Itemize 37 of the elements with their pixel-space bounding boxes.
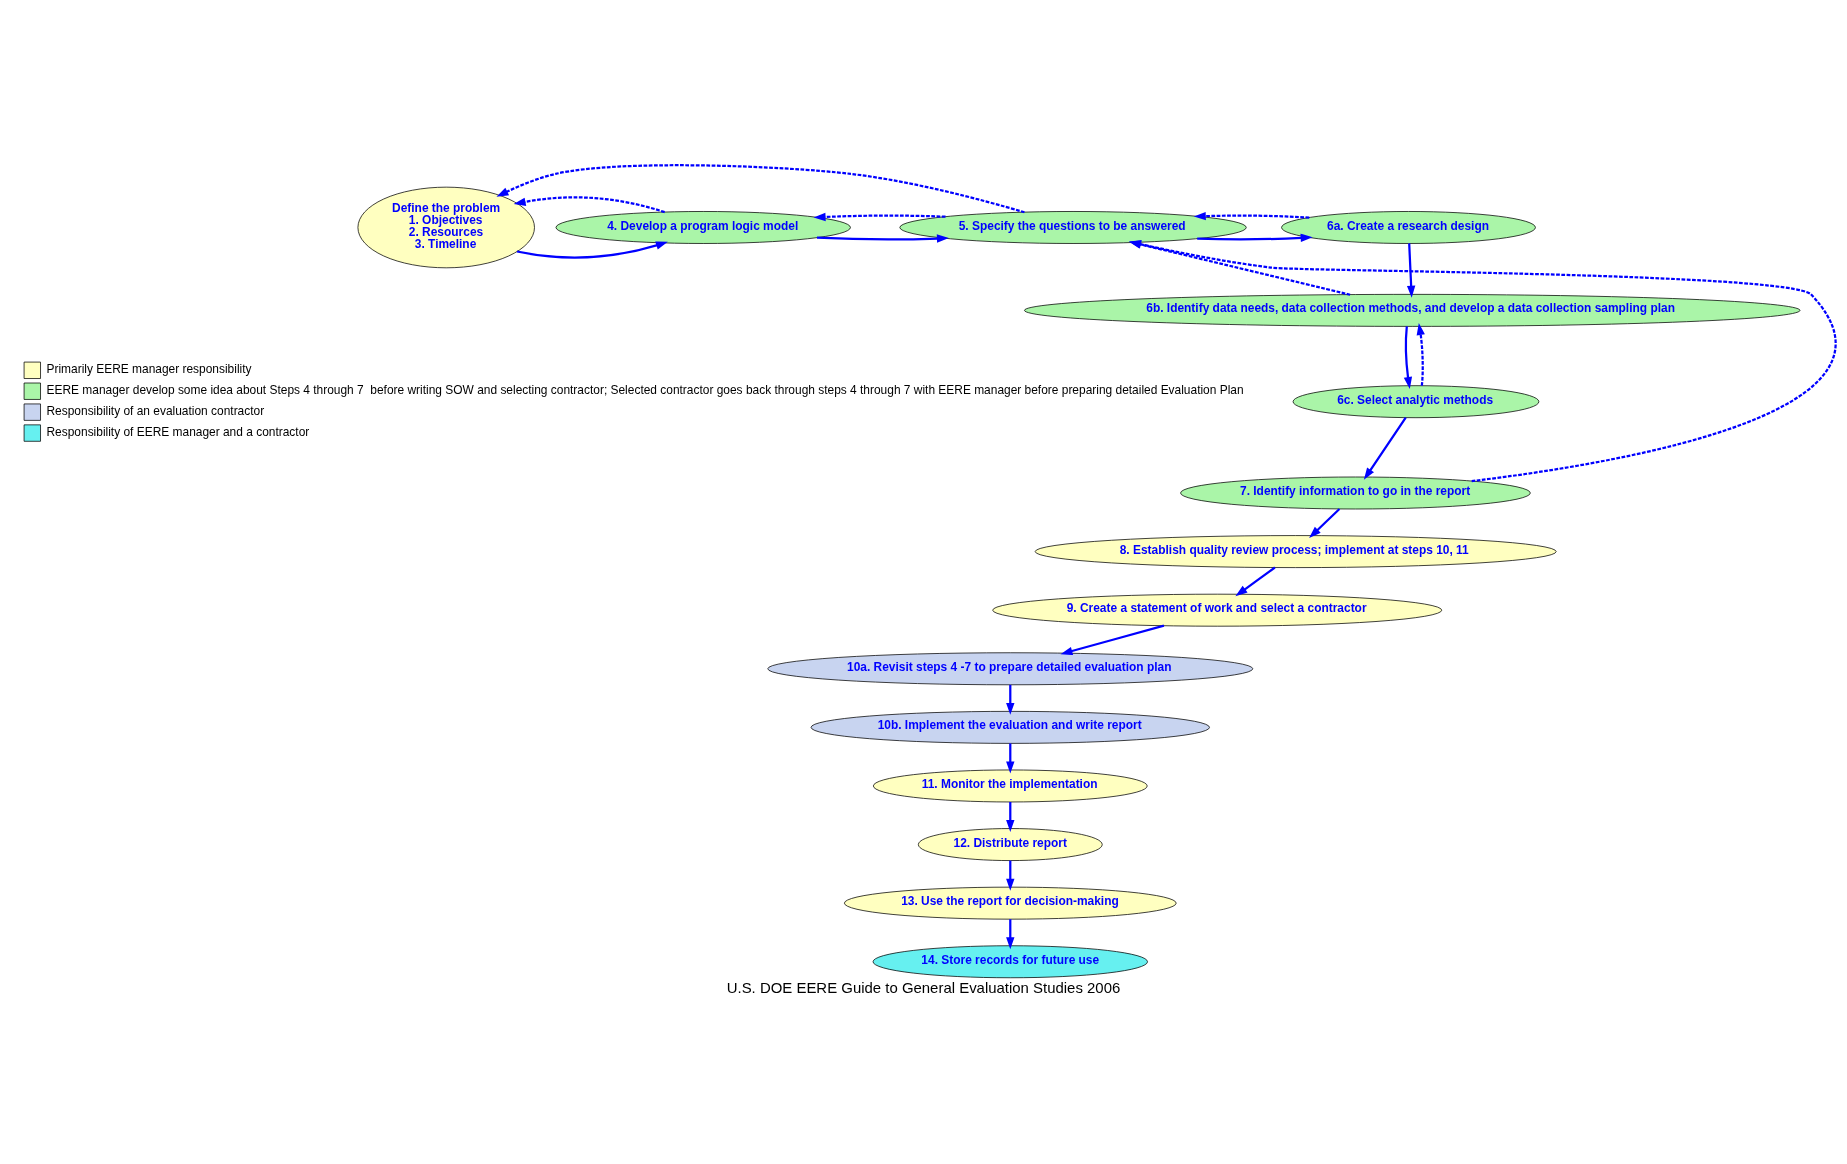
arrow [1403, 325, 1413, 389]
legend-label: Responsibility of EERE manager and a contractor [46, 424, 310, 439]
legend-label: EERE manager develop some idea about Steps 4 through 7 before writing SOW and selecting contractor; Selected contractor goes back through steps 4 through 7 with EERE manager before preparing detailed Evaluation Plan [46, 382, 1244, 397]
arrow [1193, 211, 1310, 220]
node-ellipse: 7. Identify information to go in the report [1180, 476, 1531, 509]
arrow [1060, 624, 1165, 655]
node-ellipse: 10b. Implement the evaluation and write report [810, 710, 1210, 744]
arrow [496, 163, 1025, 213]
arrow [816, 233, 949, 243]
arrow [1129, 239, 1836, 482]
node-ellipse: 6c. Select analytic methods [1292, 384, 1540, 418]
arrow [1006, 684, 1015, 715]
node-ellipse: 12. Distribute report [917, 827, 1103, 861]
arrow [1363, 416, 1407, 480]
arrow [1416, 322, 1425, 386]
caption: U.S. DOE EERE Guide to General Evaluation Studies 2006 [726, 978, 1121, 996]
arrow [1006, 742, 1015, 773]
node-ellipse: 6b. Identify data needs, data collection methods, and develop a data collection sampling plan [1024, 293, 1801, 327]
arrow [1006, 801, 1015, 832]
node-ellipse: 9. Create a statement of work and select a contractor [992, 593, 1443, 627]
arrow [1128, 239, 1351, 296]
arrow [513, 195, 665, 213]
node-ellipse: 8. Establish quality review process; implement at steps 10, 11 [1034, 534, 1557, 568]
arrow [1006, 860, 1015, 891]
arrow [1197, 233, 1313, 242]
arrow [516, 240, 668, 259]
arrow [1309, 507, 1341, 538]
node-ellipse: 11. Monitor the implementation [872, 769, 1148, 802]
node-ellipse: 14. Store records for future use [872, 944, 1148, 978]
arrow [813, 212, 946, 221]
arrow [1006, 918, 1015, 949]
legend-label: Primarily EERE manager responsibility [46, 361, 252, 376]
node-ellipse: 13. Use the report for decision-making [844, 886, 1177, 920]
arrow [1235, 566, 1276, 596]
arrow [1406, 242, 1416, 298]
node-ellipse: 10a. Revisit steps 4 -7 to prepare detailed evaluation plan [767, 651, 1254, 685]
legend-label: Responsibility of an evaluation contractor [46, 403, 265, 418]
